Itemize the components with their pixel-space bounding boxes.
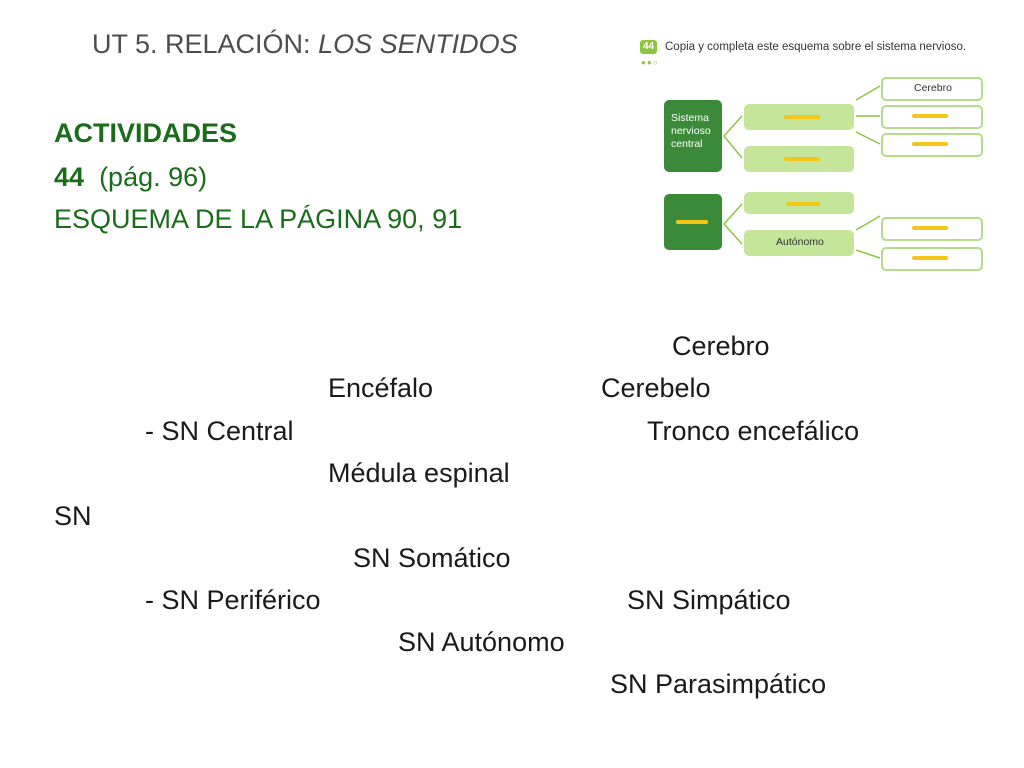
scheme-tronco-encefalico: Tronco encefálico (647, 416, 860, 446)
scheme-sn-parasimpatico: SN Parasimpático (610, 669, 827, 699)
title-plain: UT 5. RELACIÓN: (92, 29, 319, 59)
scheme-sn-periferico: - SN Periférico (145, 585, 321, 615)
reference-text: ESQUEMA DE LA PÁGINA 90, 91 (54, 204, 463, 234)
label-autonomo: Autónomo (776, 236, 824, 248)
blank-line (784, 115, 820, 119)
scheme-sn-somatico: SN Somático (353, 543, 511, 573)
title-italic: LOS SENTIDOS (318, 29, 518, 59)
activity-line: 44 (pág. 96) (54, 162, 207, 193)
diagram-arrows (723, 85, 881, 259)
scheme-sn-simpatico: SN Simpático (627, 585, 791, 615)
blank-line (912, 226, 948, 230)
scheme-sn-central: - SN Central (145, 416, 294, 446)
activity-page: (pág. 96) (99, 162, 208, 192)
box-cerebro (881, 77, 983, 101)
scheme-medula-espinal: Médula espinal (328, 458, 510, 488)
label-cerebro: Cerebro (914, 82, 952, 94)
label-sistema-nervioso-central: Sistema nervioso central (671, 112, 711, 150)
blank-line (912, 256, 948, 260)
textbook-instruction: Copia y completa este esquema sobre el s… (665, 41, 967, 53)
box-blank-outline-3 (881, 217, 983, 241)
scheme-cerebelo: Cerebelo (601, 373, 711, 403)
box-autonomo (744, 230, 854, 256)
textbook-diagram-image: 44 ●●○ Copia y completa este esquema sob… (636, 36, 988, 276)
blank-line (912, 142, 948, 146)
difficulty-dots: ●●○ (641, 58, 659, 67)
blank-line (784, 157, 820, 161)
blank-line (912, 114, 948, 118)
slide-title: UT 5. RELACIÓN: LOS SENTIDOS (92, 29, 518, 60)
box-sistema-nervioso-central (664, 100, 722, 172)
scheme-cerebro: Cerebro (672, 331, 770, 361)
scheme-encefalo: Encéfalo (328, 373, 434, 403)
activity-badge: 44 (640, 40, 657, 54)
blank-line (786, 202, 820, 206)
blank-line (676, 220, 708, 224)
scheme-sn: SN (54, 501, 92, 531)
scheme-sn-autonomo: SN Autónomo (398, 627, 565, 657)
section-heading: ACTIVIDADES (54, 118, 238, 148)
activity-number: 44 (54, 162, 85, 192)
